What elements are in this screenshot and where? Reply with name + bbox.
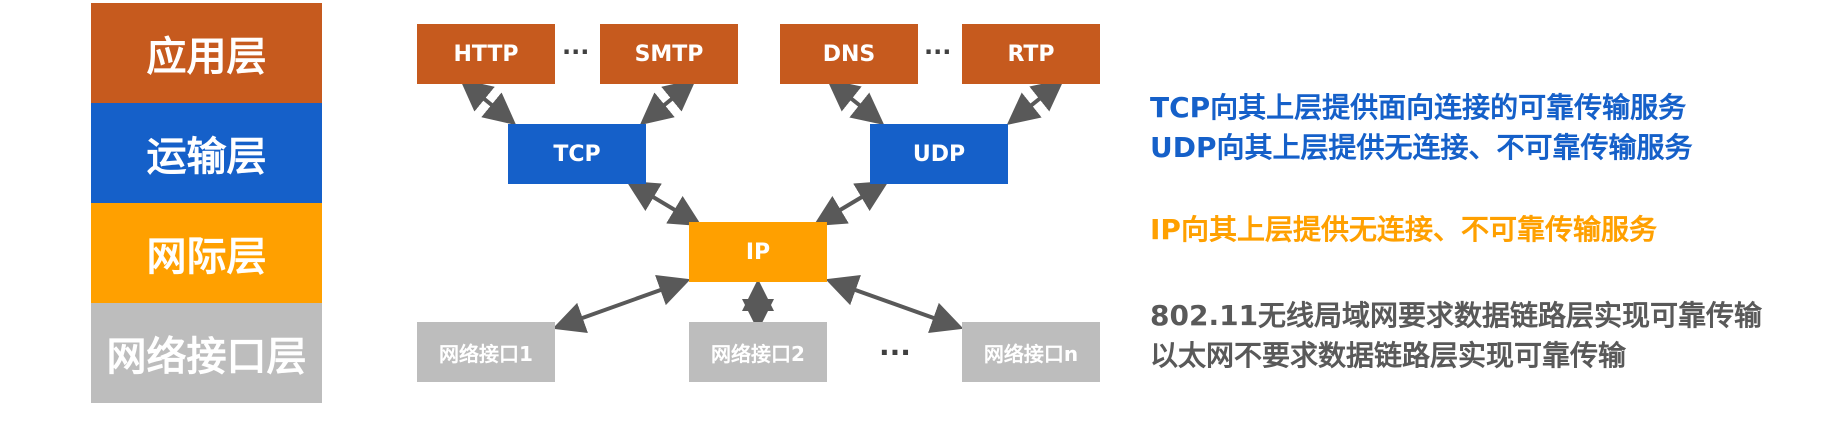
- arrow-http-tcp: [459, 78, 517, 126]
- layer-internet: 网际层: [91, 203, 322, 303]
- layer-network-interface: 网络接口层: [91, 303, 322, 403]
- desc-tcp: TCP向其上层提供面向连接的可靠传输服务: [1150, 91, 1687, 124]
- desc-udp: UDP向其上层提供无连接、不可靠传输服务: [1150, 131, 1693, 164]
- ellipsis-app-2: ···: [924, 38, 952, 66]
- node-udp: UDP: [870, 124, 1008, 184]
- arrow-tcp-ip: [626, 180, 702, 227]
- arrow-udp-ip: [813, 180, 889, 227]
- desc-80211: 802.11无线局域网要求数据链路层实现可靠传输: [1150, 299, 1763, 332]
- ellipsis-app-1: ···: [562, 38, 590, 66]
- node-interface-2: 网络接口2: [689, 322, 827, 382]
- node-tcp: TCP: [508, 124, 646, 184]
- node-http: HTTP: [417, 24, 555, 84]
- node-rtp: RTP: [962, 24, 1100, 84]
- arrow-dns-udp: [826, 79, 885, 125]
- arrow-ip-if1: [552, 275, 691, 333]
- desc-ip: IP向其上层提供无连接、不可靠传输服务: [1150, 213, 1657, 246]
- node-dns: DNS: [780, 24, 918, 84]
- layer-transport: 运输层: [91, 103, 322, 203]
- arrow-ip-ifn: [825, 275, 964, 333]
- ellipsis-interfaces: ···: [879, 336, 911, 369]
- layer-application: 应用层: [91, 3, 322, 103]
- node-ip: IP: [689, 222, 827, 282]
- node-interface-n: 网络接口n: [962, 322, 1100, 382]
- node-smtp: SMTP: [600, 24, 738, 84]
- node-interface-1: 网络接口1: [417, 322, 555, 382]
- desc-ethernet: 以太网不要求数据链路层实现可靠传输: [1150, 339, 1627, 372]
- arrow-rtp-udp: [1006, 79, 1065, 125]
- arrow-smtp-tcp: [639, 78, 697, 126]
